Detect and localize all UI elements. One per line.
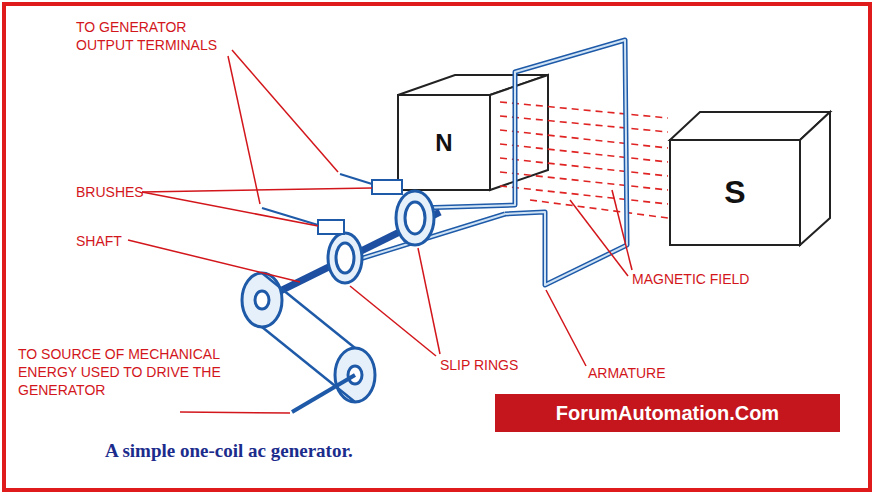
armature-coil	[350, 40, 627, 285]
node-text: N	[435, 129, 452, 157]
node-text: S	[724, 174, 745, 211]
node-text: ForumAutomation.Com	[556, 402, 779, 425]
part-label: SLIP RINGS	[440, 356, 550, 374]
terminal-label: TO GENERATOR OUTPUT TERMINALS	[76, 18, 226, 54]
watermark-badge: ForumAutomation.Com	[495, 394, 840, 432]
part-label: BRUSHES	[76, 183, 146, 201]
caption: A simple one-coil ac generator.	[105, 440, 353, 462]
magnetic-field-lines	[500, 102, 668, 218]
drive-shaft	[292, 375, 355, 412]
part-label: ARMATURE	[588, 364, 688, 382]
magnet-pole: N	[398, 95, 490, 190]
frame	[4, 4, 870, 490]
slip-rings	[328, 191, 434, 283]
drive-label: TO SOURCE OF MECHANICAL ENERGY USED TO D…	[18, 345, 223, 400]
magnet-pole: S	[670, 140, 800, 245]
pulleys	[242, 273, 375, 402]
part-label: MAGNETIC FIELD	[632, 270, 782, 288]
output-wires	[262, 174, 372, 225]
south-magnet	[670, 112, 830, 245]
part-label: SHAFT	[76, 232, 136, 250]
